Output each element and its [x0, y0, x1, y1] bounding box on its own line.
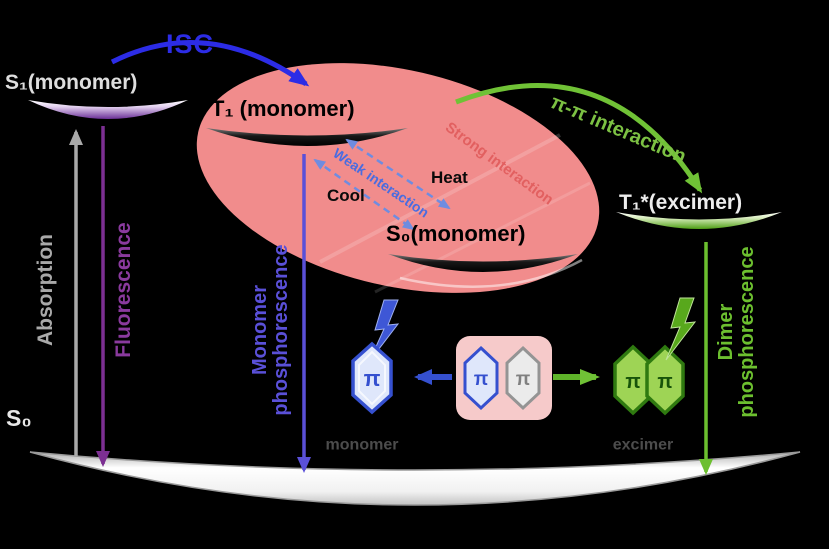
paired-gray-hexagon-icon	[505, 345, 541, 411]
fluorescence-label: Fluorescence	[111, 222, 135, 358]
s0-monomer-level-shine	[399, 258, 583, 288]
absorption-label: Absorption	[33, 234, 57, 346]
dimer-phosphorescence-line1: Dimer	[715, 303, 737, 361]
pi-symbol: π	[474, 369, 489, 390]
monomer-hexagon-shine	[358, 350, 386, 406]
t1-excimer-level-shape	[616, 212, 782, 229]
s0-monomer-level-shape	[388, 254, 578, 272]
s0-ground-level-shape	[29, 451, 801, 506]
excimer-caption: excimer	[612, 436, 674, 454]
pi-pi-interaction-arrow	[455, 83, 703, 194]
isc-label: ISC	[166, 29, 215, 59]
cool-label: Cool	[327, 186, 365, 205]
state-label-t1-excimer: T₁*(excimer)	[619, 191, 743, 214]
pi-symbol: π	[625, 371, 640, 393]
s1-monomer-level-shape	[28, 100, 188, 119]
monomer-phosphorescence-line2: phosphorescence	[270, 244, 292, 416]
aggregation-region	[196, 63, 600, 293]
heat-label: Heat	[431, 168, 468, 187]
paired-blue-hexagon-icon	[463, 345, 499, 411]
pi-symbol: π	[516, 369, 531, 390]
pi-symbol: π	[657, 371, 672, 393]
pi-symbol: π	[364, 366, 381, 391]
dimer-phosphorescence-line2: phosphorescence	[736, 246, 758, 418]
state-label-s0-ground: S₀	[6, 405, 32, 431]
monomer-phosphorescence-label: Monomer phosphorescence	[249, 244, 292, 416]
state-label-s1-monomer: S₁(monomer)	[5, 71, 138, 94]
monomer-caption: monomer	[325, 436, 399, 454]
weak-interaction-arrow	[313, 158, 415, 231]
monomer-phosphorescence-line1: Monomer	[249, 285, 271, 376]
isc-arrow	[110, 39, 310, 87]
state-label-t1-monomer: T₁ (monomer)	[211, 96, 355, 121]
state-label-s0-monomer: S₀(monomer)	[386, 221, 526, 246]
excitation-bolt-icon	[665, 297, 697, 361]
dimer-phosphorescence-label: Dimer phosphorescence	[715, 246, 758, 418]
aggregation-region-shine	[374, 181, 591, 294]
excimer-hexagon-icon	[645, 344, 685, 416]
